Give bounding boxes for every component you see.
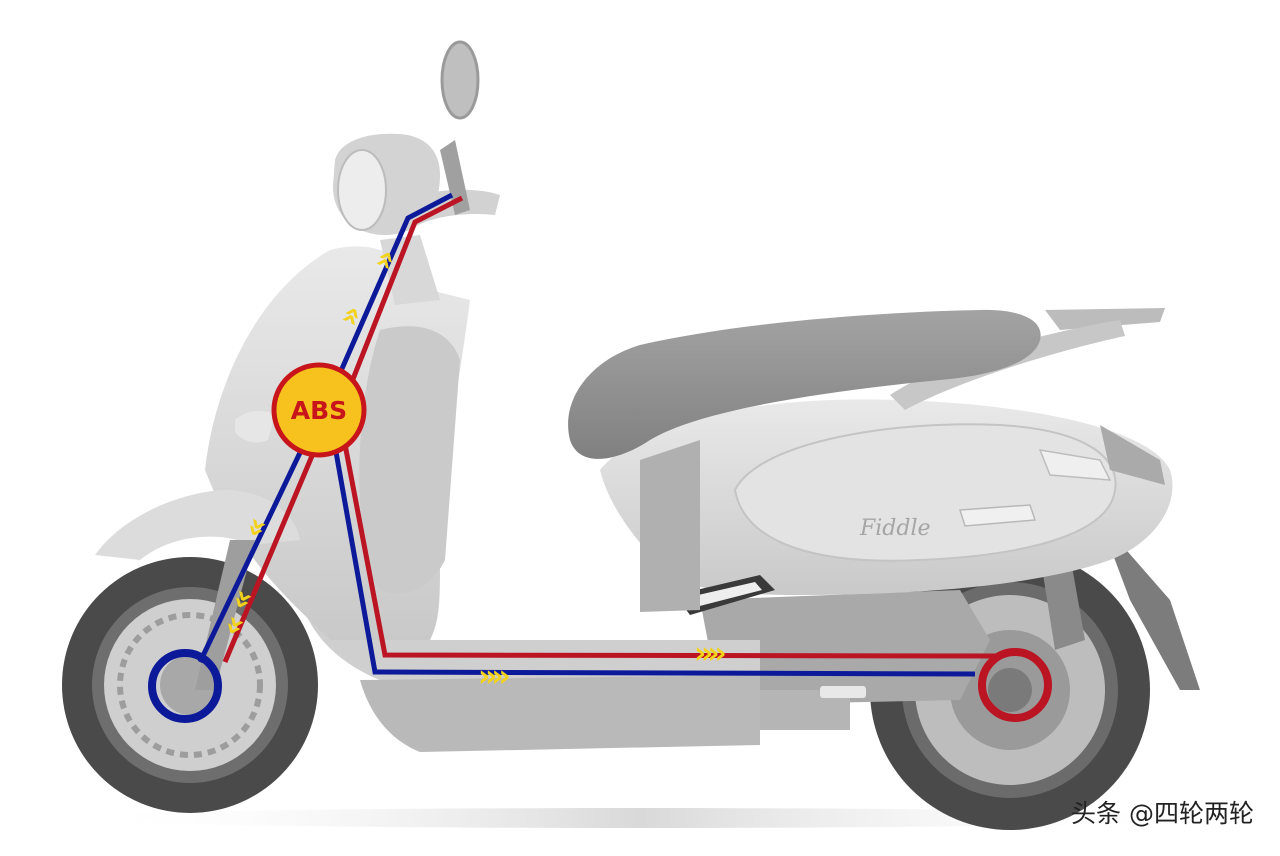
headlight bbox=[332, 133, 440, 235]
chevron-double-icon: »» bbox=[478, 659, 509, 694]
abs-module-circle bbox=[271, 362, 367, 458]
watermark-text: 头条 @四轮两轮 bbox=[1071, 799, 1254, 828]
rear-brake-line-front-branch bbox=[222, 417, 331, 663]
seat bbox=[568, 309, 1041, 459]
chevron-double-icon: »» bbox=[694, 636, 725, 671]
abs-module: ABS bbox=[271, 362, 367, 458]
front-brake-line-upper bbox=[320, 192, 454, 414]
scooter-illustration: Fiddle bbox=[62, 40, 1200, 830]
front-brake-line-lower bbox=[197, 413, 321, 664]
rear-brake-line-upper bbox=[337, 195, 464, 413]
model-script-emblem: Fiddle bbox=[859, 516, 931, 541]
brake-line-overlay: » » » » » »» »» ABS bbox=[148, 192, 1052, 723]
mirror bbox=[440, 40, 480, 215]
ground-shadow bbox=[80, 808, 1200, 828]
abs-label: ABS bbox=[291, 396, 347, 425]
front-wheel bbox=[62, 557, 318, 813]
abs-to-rear-line-blue bbox=[327, 417, 976, 677]
front-caliper-ring bbox=[148, 649, 222, 723]
abs-to-rear-line-red bbox=[337, 417, 1001, 659]
rear-caliper-ring bbox=[978, 648, 1052, 722]
